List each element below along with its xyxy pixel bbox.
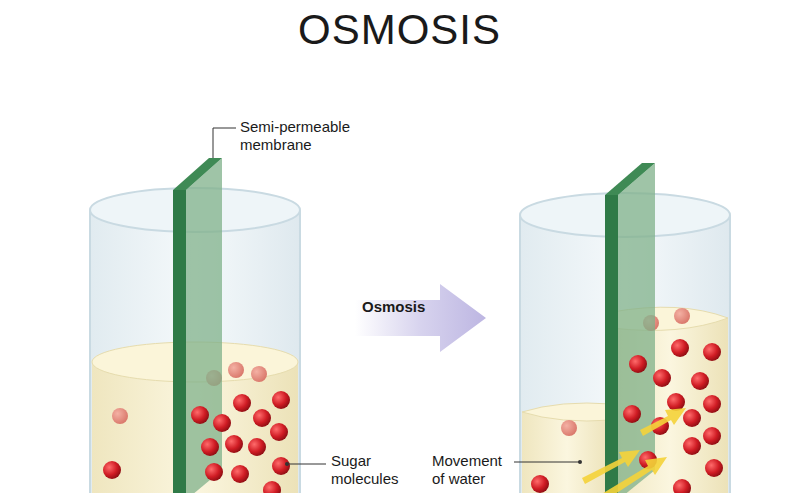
part-label: Sugar molecules [331,452,413,488]
leader-line [514,462,580,463]
leader-line [287,464,326,465]
beaker-before [90,158,300,493]
process-arrow [355,284,486,352]
beaker-after [520,163,730,493]
diagram-title: OSMOSIS [298,6,501,54]
leader-line [213,128,236,158]
arrow-label: Osmosis [362,298,425,316]
part-label: Semi-permeable membrane [240,118,358,154]
part-label: Movement of water [432,452,512,488]
